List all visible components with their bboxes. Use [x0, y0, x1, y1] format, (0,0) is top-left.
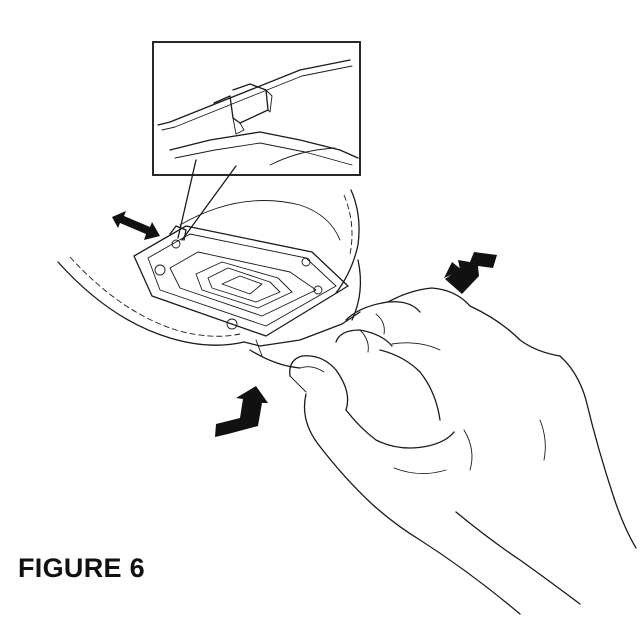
push-arrow-right	[444, 252, 497, 294]
horizontal-double-arrow	[112, 211, 160, 240]
detail-inset	[152, 41, 361, 241]
push-arrow-bottom	[215, 386, 268, 437]
device-housing	[57, 189, 362, 346]
figure-caption: FIGURE 6	[18, 553, 145, 583]
battery-door-frame	[133, 225, 361, 369]
hand-illustration	[289, 287, 637, 615]
